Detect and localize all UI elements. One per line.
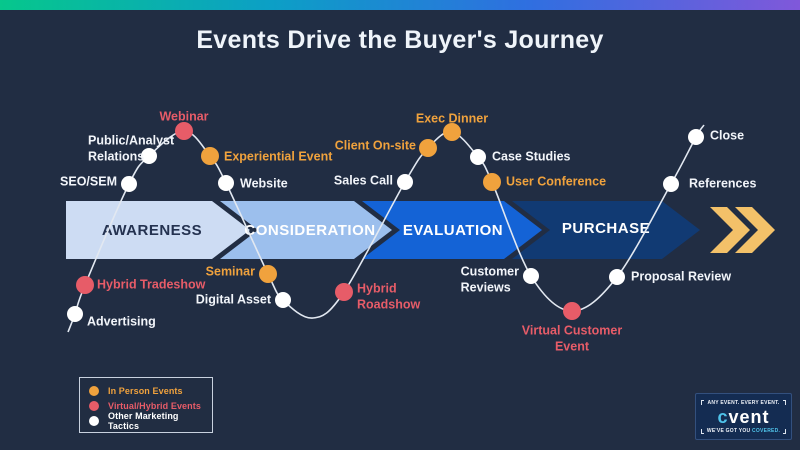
node-dot-hybrid-roadshow xyxy=(335,283,353,301)
in-person-dot-icon xyxy=(89,385,99,396)
stage-arrow-awareness xyxy=(66,201,250,259)
logo-tagline-bottom-text: WE'VE GOT YOU COVERED. xyxy=(704,428,783,434)
node-dot-webinar xyxy=(175,122,193,140)
cvent-logo: ANY EVENT. EVERY EVENT. cvent WE'VE GOT … xyxy=(695,393,792,440)
logo-tagline-bottom-accent: COVERED. xyxy=(752,427,781,434)
legend-item-other-marketing: Other Marketing Tactics xyxy=(80,410,212,431)
journey-node-dots xyxy=(67,122,704,322)
top-gradient-bar xyxy=(0,0,800,10)
node-dot-close xyxy=(688,129,704,145)
node-dot-website xyxy=(218,175,234,191)
cvent-wordmark-rest: vent xyxy=(728,406,770,427)
node-dot-proposal-review xyxy=(609,269,625,285)
logo-frame-corner xyxy=(783,428,787,434)
logo-tagline-bottom: WE'VE GOT YOU COVERED. xyxy=(701,428,787,434)
node-dot-digital-asset xyxy=(275,292,291,308)
node-dot-hybrid-tradeshow xyxy=(76,276,94,294)
node-dot-seminar xyxy=(259,265,277,283)
node-dot-case-studies xyxy=(470,149,486,165)
node-dot-experiential-event xyxy=(201,147,219,165)
stage-label-awareness: AWARENESS xyxy=(102,222,202,239)
stage-label-consideration: CONSIDERATION xyxy=(244,222,375,239)
stage-label-purchase: PURCHASE xyxy=(562,220,650,237)
node-dot-references xyxy=(663,176,679,192)
legend: In Person Events Virtual/Hybrid Events O… xyxy=(79,377,213,433)
node-dot-public-analyst-relations xyxy=(141,148,157,164)
node-dot-advertising xyxy=(67,306,83,322)
stage-arrow-band: AWARENESS CONSIDERATION EVALUATION PURCH… xyxy=(66,201,700,259)
stage-label-evaluation: EVALUATION xyxy=(403,222,503,239)
other-marketing-dot-icon xyxy=(89,415,99,426)
stage-arrow-consideration xyxy=(220,201,392,259)
virtual-hybrid-dot-icon xyxy=(89,400,99,411)
logo-frame-corner xyxy=(701,400,705,405)
node-dot-seo-sem xyxy=(121,176,137,192)
node-dot-user-conference xyxy=(483,173,501,191)
node-dot-virtual-customer-event xyxy=(563,302,581,320)
legend-item-in-person: In Person Events xyxy=(80,383,212,398)
legend-item-virtual-hybrid: Virtual/Hybrid Events xyxy=(80,398,212,413)
legend-label-other-marketing: Other Marketing Tactics xyxy=(108,410,179,431)
logo-tagline-top: ANY EVENT. EVERY EVENT. xyxy=(701,399,787,406)
logo-frame-corner xyxy=(782,400,787,405)
node-dot-client-on-site xyxy=(419,139,437,157)
stage-arrow-evaluation xyxy=(362,201,542,259)
logo-tagline-top-text: ANY EVENT. EVERY EVENT. xyxy=(707,399,780,406)
legend-label-virtual-hybrid: Virtual/Hybrid Events xyxy=(108,400,201,411)
node-dot-exec-dinner xyxy=(443,123,461,141)
cvent-wordmark: cvent xyxy=(717,407,769,427)
cvent-wordmark-c: c xyxy=(717,406,729,427)
node-dot-sales-call xyxy=(397,174,413,190)
logo-tagline-bottom-white: WE'VE GOT YOU xyxy=(706,427,753,434)
slide-title: Events Drive the Buyer's Journey xyxy=(196,26,604,54)
legend-label-in-person: In Person Events xyxy=(108,385,183,396)
node-dot-customer-reviews xyxy=(523,268,539,284)
logo-frame-corner xyxy=(701,428,704,434)
forward-chevrons-icon xyxy=(710,207,775,253)
